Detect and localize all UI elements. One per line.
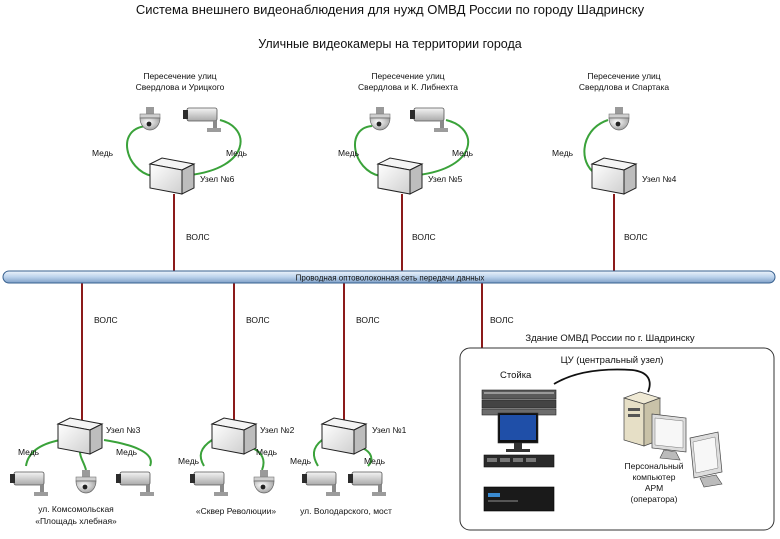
node-label: Узел №4	[642, 174, 677, 184]
backbone-label: Проводная оптоволоконная сеть передачи д…	[296, 274, 485, 283]
pc-label-2: компьютер	[633, 472, 676, 482]
fiber-label: ВОЛС	[624, 232, 648, 242]
top-site-3-label-2: Свердлова и Спартака	[579, 82, 670, 92]
bottom-site-1: Узел №3 Медь Медь ул. Комсомольская «Пло…	[9, 417, 155, 526]
bottom-site-3: Узел №1 Медь Медь ул. Володарского, мост	[290, 417, 407, 516]
box-camera-icon	[9, 471, 49, 497]
node-switch-icon	[591, 157, 637, 195]
site-label-1: «Сквер Революции»	[196, 506, 277, 516]
dome-camera-icon	[608, 106, 630, 131]
fiber-label: ВОЛС	[490, 315, 514, 325]
server-rack-icon	[481, 389, 557, 512]
rack-label: Стойка	[500, 370, 532, 381]
node-label: Узел №6	[200, 174, 235, 184]
dome-camera-icon	[369, 106, 391, 131]
workstation-icon	[622, 391, 723, 488]
copper-link	[312, 439, 323, 467]
copper-link	[417, 119, 470, 176]
copper-link	[103, 439, 152, 467]
site-label-1: ул. Комсомольская	[38, 504, 114, 514]
copper-label: Медь	[338, 148, 360, 158]
top-site-2: Пересечение улиц Свердлова и К. Либнехта…	[338, 71, 474, 195]
copper-label: Медь	[256, 447, 278, 457]
node-switch-icon	[149, 157, 195, 195]
top-site-1: Пересечение улиц Свердлова и Урицкого Ме…	[92, 71, 248, 195]
lan-link	[553, 368, 651, 393]
page-title: Система внешнего видеонаблюдения для нуж…	[136, 2, 645, 17]
central-node-label: ЦУ (центральный узел)	[561, 355, 664, 366]
backbone-pipe	[2, 270, 776, 284]
dome-camera-icon	[75, 469, 97, 494]
site-label-2: «Площадь хлебная»	[35, 516, 117, 526]
pc-label-1: Персональный	[625, 461, 684, 471]
node-switch-icon	[211, 417, 257, 455]
node-switch-icon	[57, 417, 103, 455]
building-title: Здание ОМВД России по г. Шадринску	[525, 333, 695, 344]
police-building: Здание ОМВД России по г. Шадринску ЦУ (ц…	[459, 333, 775, 531]
page-subtitle: Уличные видеокамеры на территории города	[258, 37, 522, 51]
top-site-2-label-2: Свердлова и К. Либнехта	[358, 82, 458, 92]
node-label: Узел №2	[260, 425, 295, 435]
node-switch-icon	[377, 157, 423, 195]
node-label: Узел №5	[428, 174, 463, 184]
copper-label: Медь	[452, 148, 474, 158]
box-camera-icon	[182, 107, 222, 133]
fiber-label: ВОЛС	[186, 232, 210, 242]
pc-label-4: (оператора)	[631, 494, 678, 504]
copper-label: Медь	[116, 447, 138, 457]
copper-link	[199, 439, 213, 467]
bottom-site-2: Узел №2 Медь Медь «Сквер Революции»	[178, 417, 295, 516]
top-site-3: Пересечение улиц Свердлова и Спартака Ме…	[552, 71, 677, 195]
top-site-3-label-1: Пересечение улиц	[587, 71, 660, 81]
fiber-label: ВОЛС	[356, 315, 380, 325]
copper-label: Медь	[92, 148, 114, 158]
copper-link	[79, 451, 87, 471]
dome-camera-icon	[139, 106, 161, 131]
dome-camera-icon	[253, 469, 275, 494]
copper-label: Медь	[552, 148, 574, 158]
copper-label: Медь	[364, 456, 386, 466]
fiber-label: ВОЛС	[412, 232, 436, 242]
site-label-1: ул. Володарского, мост	[300, 506, 392, 516]
copper-link	[25, 439, 61, 467]
copper-label: Медь	[18, 447, 40, 457]
node-switch-icon	[321, 417, 367, 455]
box-camera-icon	[301, 471, 341, 497]
copper-label: Медь	[290, 456, 312, 466]
copper-link	[354, 125, 381, 177]
fiber-label: ВОЛС	[246, 315, 270, 325]
box-camera-icon	[115, 471, 155, 497]
fiber-label: ВОЛС	[94, 315, 118, 325]
copper-link	[126, 125, 153, 177]
top-site-1-label-2: Свердлова и Урицкого	[136, 82, 225, 92]
copper-link	[189, 119, 242, 176]
fiber-backbone: Проводная оптоволоконная сеть передачи д…	[2, 270, 776, 284]
top-site-2-label-1: Пересечение улиц	[371, 71, 444, 81]
box-camera-icon	[189, 471, 229, 497]
box-camera-icon	[409, 107, 449, 133]
box-camera-icon	[347, 471, 387, 497]
top-site-1-label-1: Пересечение улиц	[143, 71, 216, 81]
node-label: Узел №1	[372, 425, 407, 435]
copper-label: Медь	[226, 148, 248, 158]
copper-label: Медь	[178, 456, 200, 466]
building-frame	[459, 347, 775, 531]
node-label: Узел №3	[106, 425, 141, 435]
pc-label-3: АРМ	[645, 483, 663, 493]
